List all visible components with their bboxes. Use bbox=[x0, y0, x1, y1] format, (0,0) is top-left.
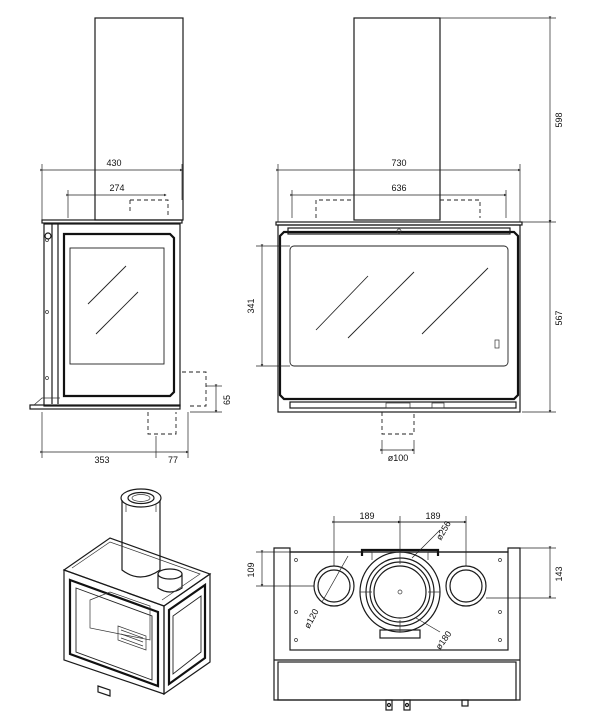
dim-side-offset: 77 bbox=[168, 455, 178, 465]
side-flue-dashed bbox=[129, 199, 169, 218]
top-left-pipe bbox=[313, 565, 355, 607]
front-view: 730 636 341 598 567 ø100 bbox=[246, 18, 564, 463]
front-top-rail bbox=[287, 227, 511, 235]
dim-front-chimney-height: 598 bbox=[554, 112, 564, 127]
dim-front-body-height: 567 bbox=[554, 310, 564, 325]
iso-front-glass bbox=[75, 587, 153, 681]
isometric-view bbox=[62, 488, 212, 697]
iso-chimney-pipe bbox=[121, 500, 161, 578]
side-base bbox=[29, 404, 181, 410]
dim-side-foot: 65 bbox=[222, 395, 232, 405]
front-glass bbox=[289, 245, 509, 367]
dim-top-spacing-right: 189 bbox=[425, 511, 440, 521]
side-view: 430 274 353 77 65 bbox=[29, 17, 232, 465]
dim-top-spacing-left: 189 bbox=[359, 511, 374, 521]
dim-top-left-pipe: ø120 bbox=[302, 607, 320, 630]
front-chimney bbox=[353, 17, 441, 221]
dim-top-left-offset: 109 bbox=[246, 562, 256, 577]
dim-front-outlet: ø100 bbox=[388, 453, 409, 463]
dim-side-width: 430 bbox=[106, 158, 121, 168]
side-door bbox=[62, 232, 176, 398]
iso-front-face bbox=[63, 569, 165, 695]
iso-grate bbox=[117, 625, 147, 651]
dim-top-main-pipe: ø180 bbox=[434, 629, 454, 652]
side-top-plate bbox=[41, 219, 183, 224]
side-bottom-dashed bbox=[147, 412, 177, 435]
front-outlet-dashed bbox=[381, 412, 415, 435]
front-body bbox=[277, 224, 521, 413]
top-right-pipe bbox=[445, 565, 487, 607]
top-view: 189 189 ø256 ø120 ø180 109 143 bbox=[246, 511, 564, 711]
dim-front-glass-height: 341 bbox=[246, 298, 256, 313]
dim-front-width: 730 bbox=[391, 158, 406, 168]
front-flue-dashed bbox=[315, 199, 481, 218]
side-chimney bbox=[94, 17, 184, 221]
dim-front-flue-span: 636 bbox=[391, 183, 406, 193]
dim-side-flue-span: 274 bbox=[109, 183, 124, 193]
dim-top-right-offset: 143 bbox=[554, 566, 564, 581]
iso-side-pipe bbox=[157, 574, 183, 593]
dim-top-flue: ø256 bbox=[434, 519, 453, 542]
front-door bbox=[278, 230, 520, 401]
dim-side-depth: 353 bbox=[94, 455, 109, 465]
side-body bbox=[43, 223, 181, 407]
iso-right-face bbox=[163, 572, 211, 696]
side-glass bbox=[69, 247, 165, 365]
side-outlet-dashed bbox=[182, 371, 207, 407]
